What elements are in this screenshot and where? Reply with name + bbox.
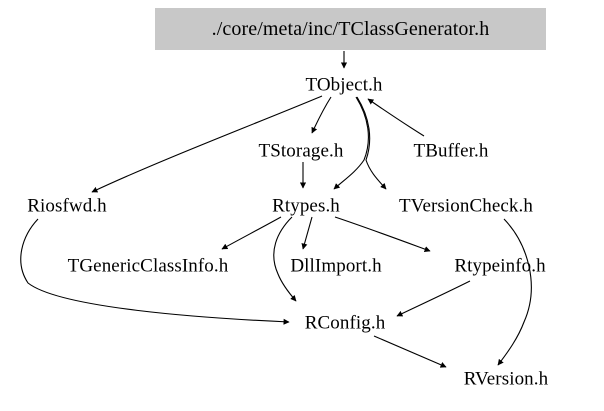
node-tgenericclassinfo[interactable]: TGenericClassInfo.h (67, 255, 229, 277)
node-tbuffer[interactable]: TBuffer.h (413, 140, 489, 162)
edge-tobject-to-tstorage (311, 96, 332, 134)
edge-rtypes-to-dllimport (301, 216, 313, 250)
node-dllimport[interactable]: DllImport.h (290, 255, 382, 277)
edge-rtypes-to-tgenericclassinfo (221, 216, 282, 250)
edge-tbuffer-to-tobject (367, 98, 425, 137)
node-rtypeinfo[interactable]: Rtypeinfo.h (454, 255, 546, 277)
edge-tobject-to-tversioncheck (356, 96, 387, 190)
edge-rtypes-to-rconfig (273, 216, 297, 302)
edge-rconfig-to-rversion (373, 335, 447, 368)
node-tstorage[interactable]: TStorage.h (258, 140, 344, 162)
edge-riosfwd-to-rconfig (20, 218, 290, 325)
edge-rtypeinfo-to-rconfig (396, 280, 471, 317)
edge-tobject-to-riosfwd (91, 95, 323, 193)
node-tobject[interactable]: TObject.h (305, 74, 383, 96)
node-riosfwd[interactable]: Riosfwd.h (27, 195, 107, 217)
node-rconfig[interactable]: RConfig.h (304, 312, 386, 334)
node-tversioncheck[interactable]: TVersionCheck.h (399, 195, 533, 217)
edge-tversioncheck-to-rversion (497, 218, 532, 366)
edge-tobject-to-rtypes (333, 96, 369, 190)
node-rversion[interactable]: RVersion.h (463, 368, 549, 390)
edge-rtypes-to-rtypeinfo (334, 216, 431, 252)
node-root[interactable]: ./core/meta/inc/TClassGenerator.h (155, 8, 546, 50)
node-rtypes[interactable]: Rtypes.h (272, 195, 340, 217)
